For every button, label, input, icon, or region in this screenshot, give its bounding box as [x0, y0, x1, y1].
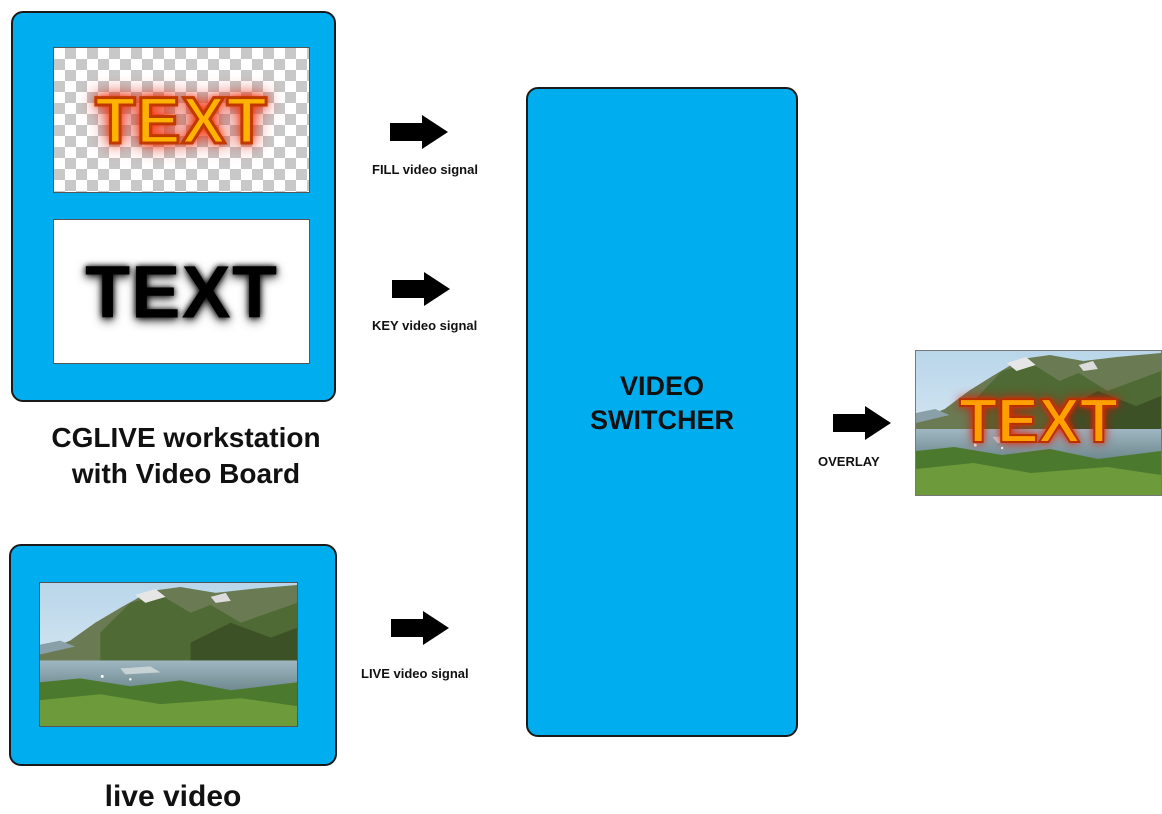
fill-signal-label: FILL video signal: [372, 162, 478, 177]
live-signal-label: LIVE video signal: [361, 666, 469, 681]
overlay-text: TEXT: [958, 386, 1118, 457]
switcher-title: VIDEO SWITCHER: [528, 369, 796, 437]
fill-preview: TEXT: [53, 47, 310, 193]
live-video-panel: [9, 544, 337, 766]
output-composite-preview: TEXT: [915, 350, 1162, 496]
fill-preview-text: TEXT: [94, 82, 269, 159]
live-arrow-icon: [391, 611, 449, 645]
workstation-caption: CGLIVE workstation with Video Board: [0, 420, 372, 492]
landscape-image: [40, 583, 297, 726]
fill-arrow-icon: [390, 115, 448, 149]
key-arrow-icon: [392, 272, 450, 306]
overlay-arrow-icon: [833, 406, 891, 440]
workstation-caption-line2: with Video Board: [71, 458, 301, 489]
key-preview: TEXT: [53, 219, 310, 364]
switcher-title-line2: SWITCHER: [590, 405, 734, 435]
live-video-caption: live video: [104, 780, 242, 813]
video-switcher-box: VIDEO SWITCHER: [526, 87, 798, 737]
switcher-title-line1: VIDEO: [619, 371, 705, 401]
workstation-caption-line1: CGLIVE workstation: [51, 422, 321, 453]
key-preview-text: TEXT: [84, 250, 279, 333]
live-video-preview: [39, 582, 298, 727]
key-signal-label: KEY video signal: [372, 318, 478, 333]
workstation-panel: TEXT TEXT: [11, 11, 336, 402]
overlay-label: OVERLAY: [818, 454, 880, 469]
